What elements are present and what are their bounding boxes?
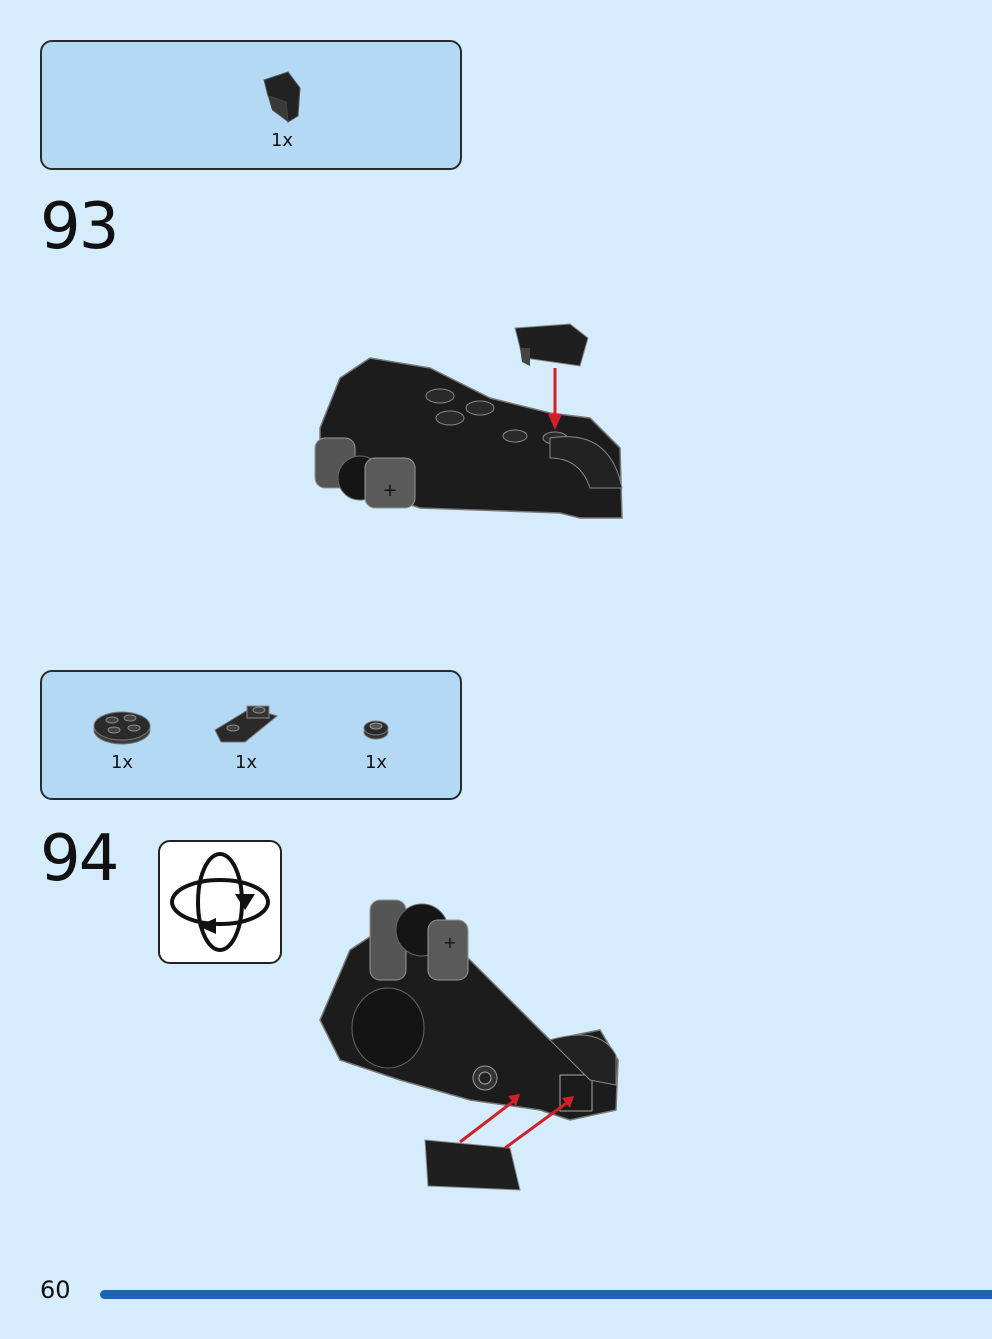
- part-qty: 1x: [110, 752, 134, 773]
- part-round-plate-1x1: 1x: [336, 700, 416, 773]
- footer-accent-bar: [100, 1290, 992, 1299]
- rotate-model-icon: [158, 840, 282, 964]
- part-qty: 1x: [364, 752, 388, 773]
- part-wedge-slope: 1x: [242, 70, 322, 151]
- step-number-94: 94: [40, 822, 119, 896]
- model-illustration-step-94: +: [319, 899, 619, 1191]
- svg-text:+: +: [382, 480, 397, 501]
- black-inverted-slope-icon: [214, 705, 279, 743]
- part-qty: 1x: [234, 752, 258, 773]
- part-inverted-slope: 1x: [206, 700, 286, 773]
- black-round-plate-icon: [93, 711, 151, 745]
- page-number: 60: [40, 1276, 71, 1304]
- black-round-stud-icon: [363, 720, 389, 740]
- parts-list-step-93: 1x: [40, 40, 462, 170]
- step-number-93: 93: [40, 190, 119, 264]
- svg-text:+: +: [443, 933, 456, 952]
- black-wedge-slope-icon: [263, 71, 301, 123]
- part-round-plate-2x2: 1x: [82, 700, 162, 773]
- parts-list-step-94: 1x 1x 1x: [40, 670, 462, 800]
- part-qty: 1x: [270, 130, 294, 151]
- model-illustration-step-93: +: [314, 323, 623, 519]
